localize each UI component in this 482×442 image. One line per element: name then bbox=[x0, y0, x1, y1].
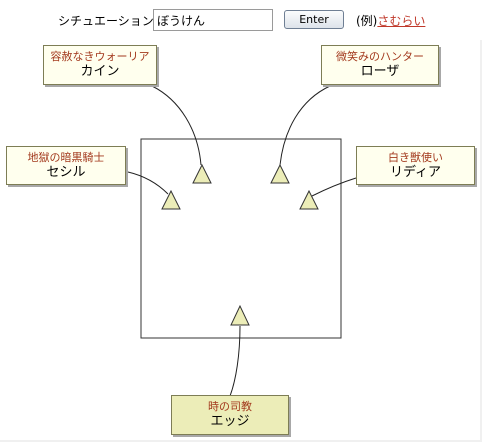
example-hint: (例)さむらい bbox=[356, 12, 425, 29]
connector-kain bbox=[151, 85, 202, 166]
role-rosa: 微笑みのハンター bbox=[336, 50, 424, 63]
connector-cecil bbox=[127, 171, 169, 195]
name-edge: エッジ bbox=[210, 414, 250, 429]
situation-label: シチュエーション: bbox=[58, 14, 158, 28]
name-rydia: リディア bbox=[389, 165, 442, 180]
role-kain: 容赦なきウォーリア bbox=[50, 50, 150, 63]
bottom-edge bbox=[0, 440, 482, 442]
card-kain[interactable]: 容赦なきウォーリア カイン bbox=[43, 45, 157, 85]
marker-rydia bbox=[299, 189, 319, 210]
name-kain: カイン bbox=[80, 64, 120, 79]
example-link[interactable]: さむらい bbox=[377, 14, 426, 28]
marker-cecil bbox=[161, 189, 181, 210]
name-cecil: セシル bbox=[46, 165, 86, 180]
name-rosa: ローザ bbox=[360, 64, 400, 79]
card-cecil[interactable]: 地獄の暗黒騎士 セシル bbox=[6, 146, 126, 185]
marker-edge bbox=[230, 304, 250, 326]
room-frame bbox=[140, 138, 342, 339]
role-edge: 時の司教 bbox=[208, 400, 252, 413]
enter-button[interactable]: Enter bbox=[284, 10, 344, 29]
card-rosa[interactable]: 微笑みのハンター ローザ bbox=[321, 45, 439, 85]
role-rydia: 白き獣使い bbox=[388, 151, 443, 164]
right-edge bbox=[480, 40, 482, 442]
role-cecil: 地獄の暗黒騎士 bbox=[27, 151, 105, 164]
toolbar: シチュエーション: Enter (例)さむらい bbox=[0, 0, 482, 40]
connector-rosa bbox=[279, 85, 331, 166]
stage bbox=[0, 40, 482, 442]
card-rydia[interactable]: 白き獣使い リディア bbox=[356, 146, 475, 185]
connector-edge bbox=[229, 325, 241, 397]
marker-kain bbox=[192, 163, 212, 184]
marker-rosa bbox=[270, 163, 290, 184]
situation-input[interactable] bbox=[153, 9, 273, 31]
example-prefix: (例) bbox=[356, 14, 378, 28]
connector-rydia bbox=[311, 177, 357, 197]
card-edge[interactable]: 時の司教 エッジ bbox=[171, 395, 289, 435]
